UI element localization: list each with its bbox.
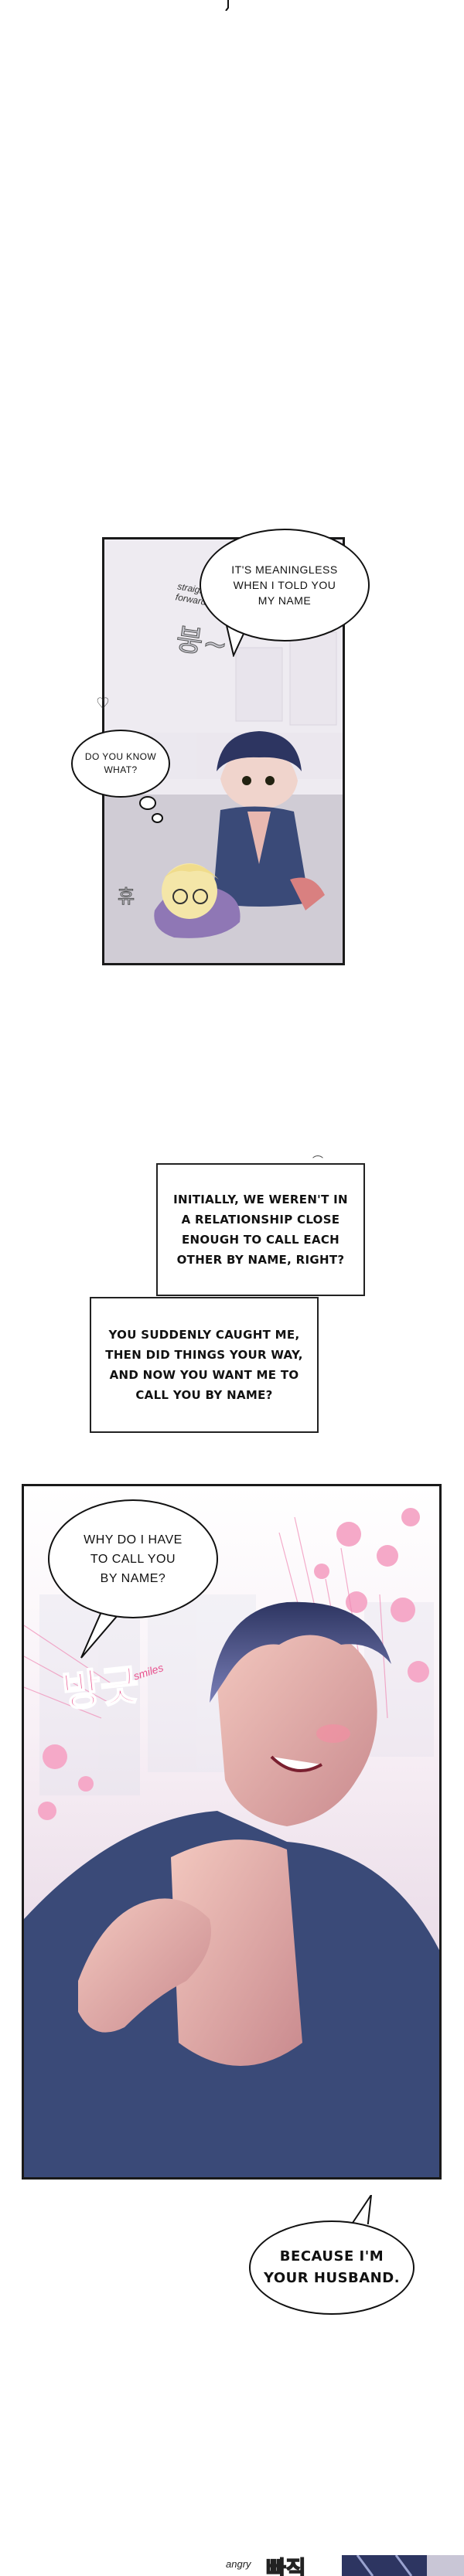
panel-husband-scene [22, 1484, 442, 2180]
sfx-korean-angry: 빠직 [265, 2555, 306, 2576]
narration2-line-1: YOU SUDDENLY CAUGHT ME, [108, 1328, 300, 1342]
panel-husband-art [24, 1508, 439, 2177]
pink-flower-decorations [38, 1508, 429, 1820]
why-line-2: TO CALL YOU [90, 1552, 176, 1566]
narration1-line-3: ENOUGH TO CALL EACH [181, 1233, 340, 1247]
grin-mouth [270, 1755, 322, 1772]
thought-dot-2 [152, 813, 163, 823]
face [217, 1625, 377, 1826]
sfx-korean-2: 휴 [117, 886, 135, 908]
thought-bubble-do-you-know: DO YOU KNOW WHAT? [71, 730, 170, 798]
dark-hair [210, 1601, 391, 1703]
heart-mark-icon: ♡ [96, 696, 110, 713]
narration1-line-4: OTHER BY NAME, RIGHT? [176, 1253, 345, 1267]
top-mark-fragment [225, 0, 229, 11]
narration-box-initially: INITIALLY, WE WEREN'T IN A RELATIONSHIP … [156, 1163, 365, 1296]
chest-skin [171, 1839, 302, 2066]
narration2-line-4: CALL YOU BY NAME? [135, 1388, 273, 1402]
narration-box-suddenly: YOU SUDDENLY CAUGHT ME, THEN DID THINGS … [90, 1297, 319, 1433]
narration1-line-2: A RELATIONSHIP CLOSE [181, 1213, 340, 1227]
husband-line-2: YOUR HUSBAND. [263, 2270, 401, 2286]
hand [78, 1898, 211, 2033]
next-panel-strip: angry 빠직 [226, 2555, 464, 2576]
narration2-line-3: AND NOW YOU WANT ME TO [109, 1368, 299, 1382]
husband-line-1: BECAUSE I'M [279, 2248, 384, 2265]
thought-line-2: WHAT? [104, 764, 138, 775]
why-line-1: WHY DO I HAVE [84, 1533, 183, 1547]
chibi-dark-hair-man [213, 731, 325, 910]
speech-bubble-why: WHY DO I HAVE TO CALL YOU BY NAME? [48, 1499, 218, 1618]
narration1-line-1: INITIALLY, WE WEREN'T IN [173, 1193, 348, 1206]
thought-dot-1 [139, 796, 156, 810]
sfx-label-angry: angry [226, 2558, 251, 2570]
speech-line-2: WHEN I TOLD YOU [233, 579, 336, 591]
speech-bubble-husband: BECAUSE I'M YOUR HUSBAND. [249, 2220, 415, 2315]
blush [316, 1724, 350, 1743]
next-panel-art [342, 2555, 464, 2576]
speech-line-1: IT'S MEANINGLESS [231, 563, 338, 576]
speech-bubble-meaningless: IT'S MEANINGLESS WHEN I TOLD YOU MY NAME [200, 529, 370, 641]
speech-line-3: MY NAME [258, 594, 312, 607]
chibi-blonde-character [154, 863, 241, 938]
why-line-3: BY NAME? [100, 1571, 166, 1585]
thought-line-1: DO YOU KNOW [84, 751, 157, 762]
narration2-line-2: THEN DID THINGS YOUR WAY, [105, 1348, 303, 1362]
